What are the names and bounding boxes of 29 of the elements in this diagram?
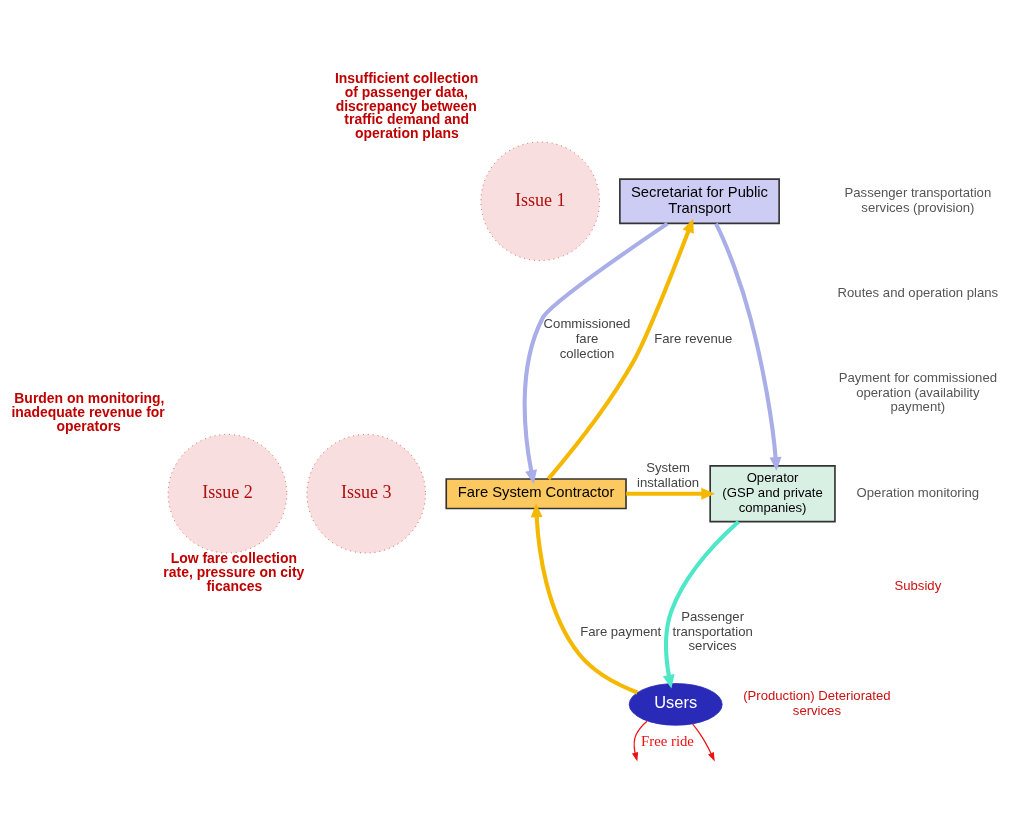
- edge-label: Free ride: [641, 732, 694, 749]
- node-box: Operator (GSP and private companies): [709, 464, 836, 522]
- node-label: Burden on monitoring, inadequate revenue for operators: [11, 389, 165, 434]
- node-circle: Issue 2: [167, 433, 288, 553]
- node-circle: Issue 1: [480, 141, 600, 261]
- arrow: [522, 221, 669, 484]
- arrow: [546, 218, 694, 480]
- node-circle: Issue 3: [306, 433, 426, 553]
- node-label: Insufficient collection of passenger data, discrepancy between traffic demand and operation plans: [334, 69, 479, 141]
- label: (Production) Deteriorated services: [743, 687, 891, 718]
- arrow: [530, 503, 639, 694]
- node-box: Fare System Contractor: [445, 477, 627, 509]
- edge-label: Passenger transportation services: [672, 608, 753, 653]
- arrow: [714, 222, 782, 471]
- edge-label: Fare payment: [580, 623, 662, 639]
- edge-label: Fare revenue: [654, 330, 733, 346]
- label: Payment for commissioned operation (availability payment): [838, 369, 998, 414]
- label: Routes and operation plans: [837, 284, 999, 300]
- arrow: [631, 720, 648, 761]
- edge-label: Commissioned fare collection: [543, 315, 631, 361]
- arrow: [626, 487, 716, 500]
- node-box: Secretariat for Public Transport: [619, 177, 780, 224]
- edge-label: System installation: [637, 459, 700, 490]
- label: Operation monitoring: [856, 484, 980, 500]
- arrow: [692, 723, 715, 761]
- label: Subsidy: [894, 577, 942, 593]
- arrow: [662, 519, 740, 689]
- label: Passenger transportation services (provision): [844, 184, 992, 215]
- node-ellipse: Users: [628, 682, 723, 726]
